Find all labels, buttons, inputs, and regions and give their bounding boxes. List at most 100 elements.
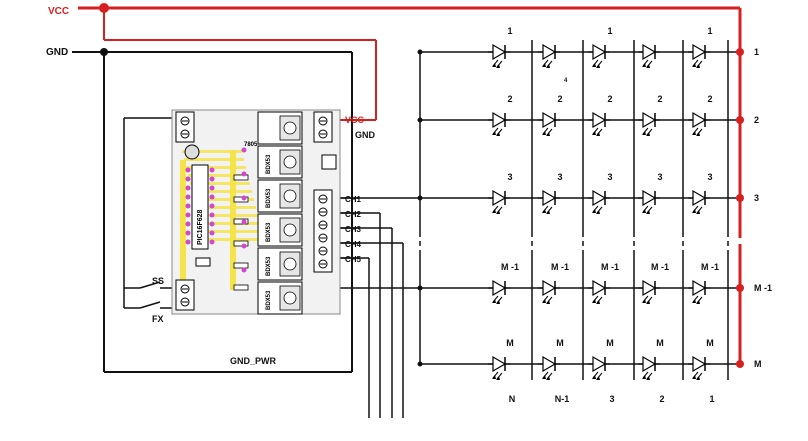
led-arrow-head (546, 376, 550, 380)
regulator-label: 7805 (244, 142, 258, 148)
microcontroller-chip (191, 164, 209, 250)
trace (230, 150, 236, 290)
gnd-label: GND (46, 47, 68, 58)
row-label-3: 3 (754, 193, 759, 203)
transistor-hole (284, 190, 296, 202)
led-label-r3-c1: 3 (507, 172, 512, 182)
led-label-r4-c4: M -1 (651, 262, 669, 272)
capacitor (185, 145, 199, 159)
row-vcc-node-3 (736, 194, 744, 202)
led-triangle (542, 43, 557, 61)
led-r5-c1 (488, 355, 510, 380)
resistor (233, 240, 249, 247)
led-arrow-head (592, 375, 596, 379)
controller-board (171, 109, 341, 315)
led-arrow-head (542, 299, 546, 303)
led-arrow-head (596, 210, 600, 214)
led-arrow-head (546, 210, 550, 214)
led-r2-c1 (488, 111, 510, 136)
led-triangle (492, 355, 507, 373)
led-arrow-head (696, 210, 700, 214)
led-r1-c3 (588, 43, 610, 68)
chip-pin (185, 194, 191, 200)
led-triangle (642, 279, 657, 297)
transistor-label-2: BDX53 (266, 188, 272, 208)
led-label-r3-c5: 3 (707, 172, 712, 182)
led-arrow-head (592, 63, 596, 67)
led-arrow-head (592, 131, 596, 135)
column-label-2: N-1 (555, 394, 570, 404)
led-label-r3-c3: 3 (607, 172, 612, 182)
led-arrow-head (592, 299, 596, 303)
led-triangle (692, 189, 707, 207)
led-triangle (492, 111, 507, 129)
led-arrow-head (596, 376, 600, 380)
led-arrow-head (492, 375, 496, 379)
chip-pin (209, 239, 215, 245)
led-r4-c3 (588, 279, 610, 304)
led-arrow-head (596, 64, 600, 68)
transistor-hole-ring (283, 189, 297, 203)
led-triangle (642, 189, 657, 207)
chip-pin (185, 167, 191, 173)
led-arrow-head (596, 300, 600, 304)
chip-pin (185, 221, 191, 227)
transistor-hole-ring (283, 121, 297, 135)
led-label-r1-c5: 1 (707, 26, 712, 36)
row-label-1: 1 (754, 47, 759, 57)
fx-switch-blade (139, 301, 161, 309)
chip-pin (185, 203, 191, 209)
led-r4-c4 (638, 279, 660, 304)
led-triangle (542, 111, 557, 129)
resistor-pad (241, 243, 247, 249)
trace (196, 206, 256, 209)
gnd-pwr-label: GND_PWR (230, 356, 277, 366)
terminal-channels-screw-ring (318, 246, 328, 256)
led-matrix (417, 40, 744, 380)
led-triangle (592, 355, 607, 373)
led-arrow-head (642, 131, 646, 135)
led-r4-c1 (488, 279, 510, 304)
board-gnd-label: GND (355, 130, 376, 140)
resistor (233, 218, 249, 225)
chip-pin (209, 230, 215, 236)
resistor-pad (241, 195, 247, 201)
resistor (233, 262, 249, 269)
transistor-label-3: BDX53 (266, 222, 272, 242)
led-r1-c4 (638, 43, 660, 68)
led-label-r5-c5: M (706, 338, 714, 348)
led-arrow-head (596, 132, 600, 136)
column-label-5: 1 (709, 394, 714, 404)
transistor-hole-ring (283, 257, 297, 271)
ss-label: SS (152, 276, 164, 286)
led-r3-c1 (488, 189, 510, 214)
led-triangle (692, 279, 707, 297)
led-arrow-head (692, 63, 696, 67)
led-r3-c2 (538, 189, 560, 214)
row-vcc-node-2 (736, 116, 744, 124)
led-triangle (492, 279, 507, 297)
led-arrow-head (492, 209, 496, 213)
terminal-channels-screw-ring (318, 220, 328, 230)
led-r5-c2 (538, 355, 560, 380)
chip-pin (209, 176, 215, 182)
led-triangle (542, 189, 557, 207)
led-label-r3-c4: 3 (657, 172, 662, 182)
row-label-5: M (754, 359, 762, 369)
led-r2-c2 (538, 111, 560, 136)
row-label-2: 2 (754, 115, 759, 125)
led-label-r5-c2: M (556, 338, 564, 348)
transistor-label-1: BDX53 (266, 154, 272, 174)
row-label-4: M -1 (754, 283, 772, 293)
led-arrow-head (642, 299, 646, 303)
led-triangle (642, 111, 657, 129)
trace (186, 166, 246, 169)
chip-pin (185, 230, 191, 236)
led-arrow-head (642, 63, 646, 67)
trace (194, 198, 254, 201)
led-arrow-head (692, 299, 696, 303)
trace (198, 214, 258, 217)
crystal (195, 257, 211, 267)
led-r3-c5 (688, 189, 710, 214)
